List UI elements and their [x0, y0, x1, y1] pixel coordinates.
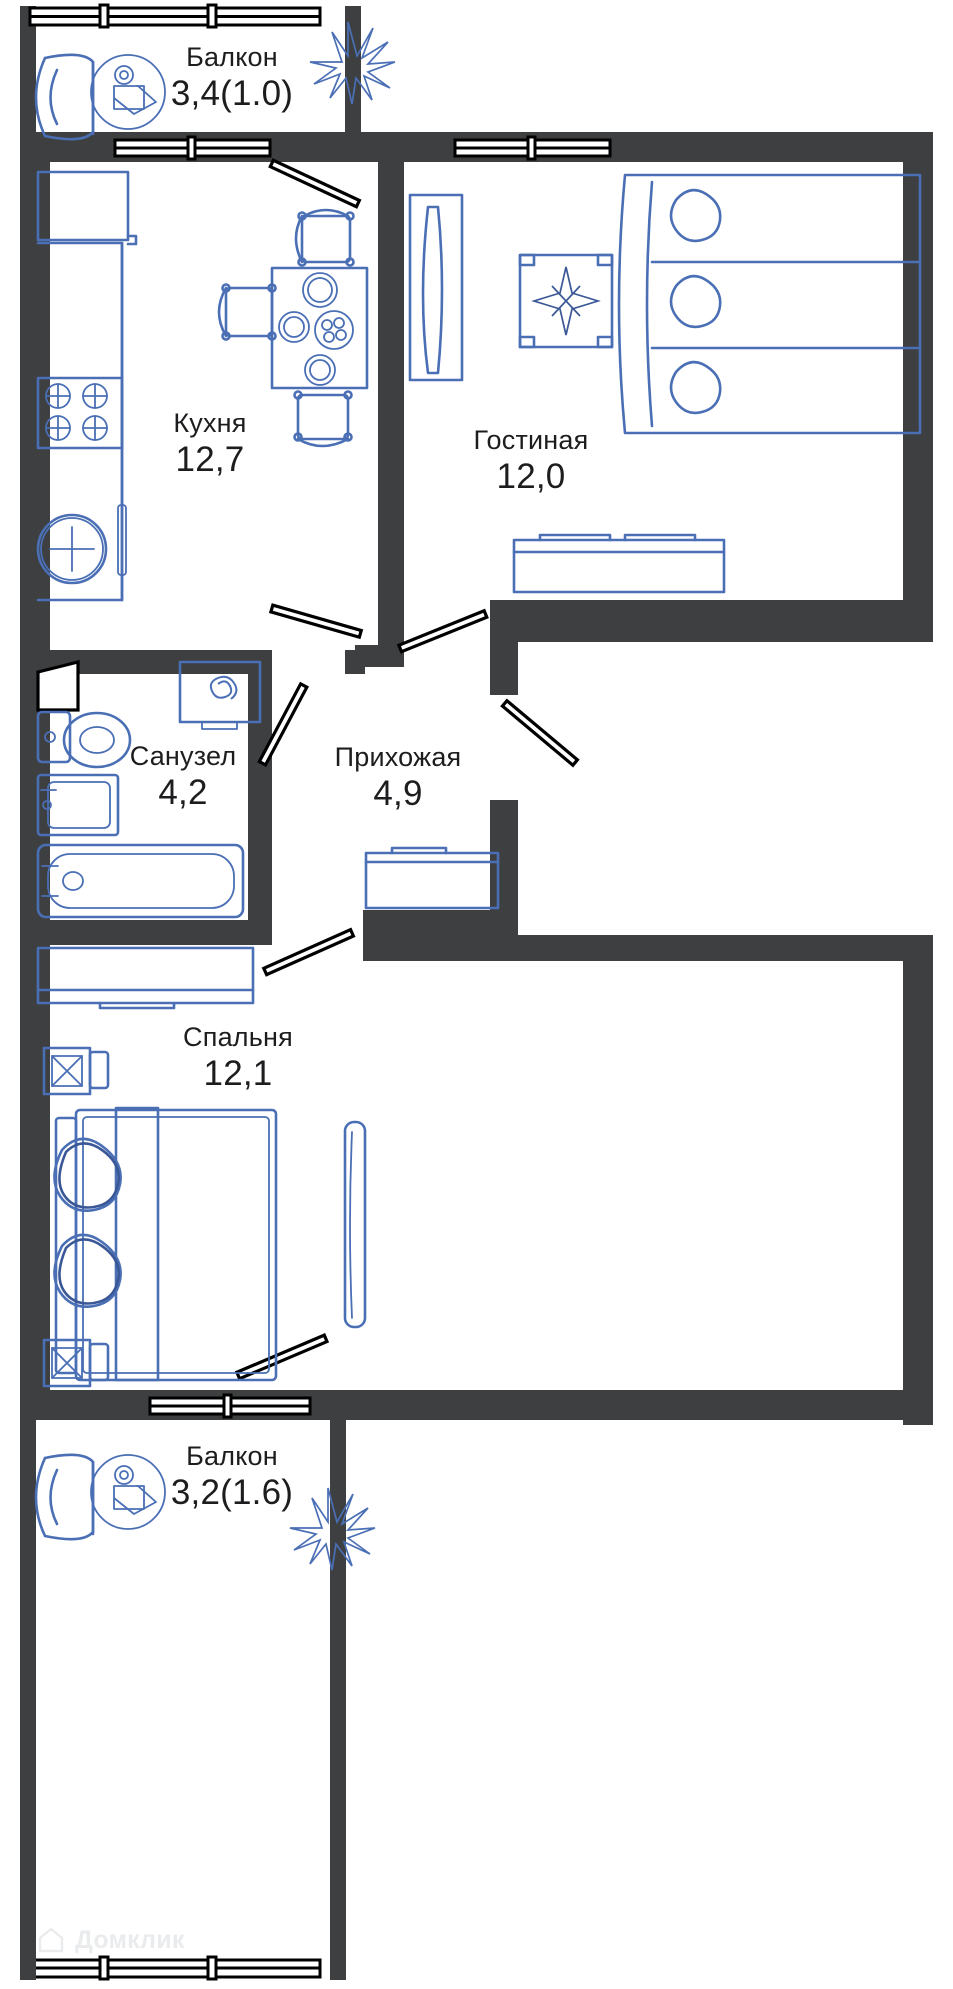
- living-sofa-icon: [617, 173, 922, 435]
- kitchen-chair-icon-bottom: [293, 390, 353, 448]
- bathroom-washing-machine-icon: [178, 660, 262, 730]
- kitchen-chair-icon-top: [294, 208, 355, 267]
- living-coffee-table-icon: [518, 253, 614, 349]
- kitchen-sink-icon: [36, 504, 127, 585]
- hallway-wardrobe-icon: [364, 846, 500, 910]
- interior-walls: [20, 162, 404, 945]
- kitchen-refrigerator-icon: [36, 170, 138, 246]
- living-tv-cabinet-icon: [408, 193, 464, 382]
- kitchen-counter-icon: [36, 241, 124, 602]
- bedroom-nightstand-icon-top: [42, 1046, 110, 1096]
- balcony-top-armchair-icon: [34, 53, 95, 141]
- bedroom-double-bed-icon: [53, 1106, 278, 1382]
- balcony-top-window: [28, 3, 322, 29]
- window-bedroom-bottom: [148, 1393, 312, 1419]
- balcony-bottom-plant-icon: [289, 1487, 376, 1571]
- kitchen-stove-icon: [36, 376, 124, 450]
- window-balcony-bottom-bottom: [28, 1955, 322, 1981]
- living-radiator-icon: [512, 533, 726, 594]
- living-sofa-cushion-1: [669, 188, 722, 243]
- living-sofa-cushion-3: [669, 360, 722, 415]
- bathroom-toilet-icon: [62, 711, 132, 769]
- door-balcony-bottom: [234, 1333, 330, 1381]
- balcony-top-side-table-icon: [90, 54, 166, 130]
- door-living: [396, 608, 489, 654]
- exterior-walls: [20, 132, 933, 1425]
- kitchen-dining-table-icon: [270, 266, 369, 390]
- balcony-top-plant-icon: [309, 21, 396, 105]
- window-kitchen-top: [113, 135, 272, 161]
- door-balcony-top: [268, 158, 362, 209]
- bathroom-mirror-icon: [36, 659, 80, 712]
- balcony-top-structure: [20, 3, 361, 138]
- balcony-bottom-side-table-icon: [90, 1454, 166, 1530]
- bathroom-washbasin-icon: [36, 710, 72, 764]
- window-living-top: [453, 135, 612, 161]
- balcony-bottom-structure: [20, 1420, 346, 1980]
- kitchen-chair-icon-left: [217, 283, 277, 341]
- bedroom-mirror-panel-icon: [343, 1120, 367, 1329]
- door-bedroom: [261, 927, 356, 977]
- balcony-bottom-armchair-icon: [34, 1453, 95, 1541]
- bedroom-wardrobe-icon: [36, 946, 255, 1010]
- door-entrance: [500, 698, 580, 768]
- living-sofa-cushion-2: [669, 274, 722, 329]
- bathroom-bathtub-icon: [36, 843, 245, 919]
- bathroom-sink-counter-icon: [36, 773, 120, 837]
- door-bathroom: [257, 681, 310, 768]
- door-kitchen: [268, 603, 364, 640]
